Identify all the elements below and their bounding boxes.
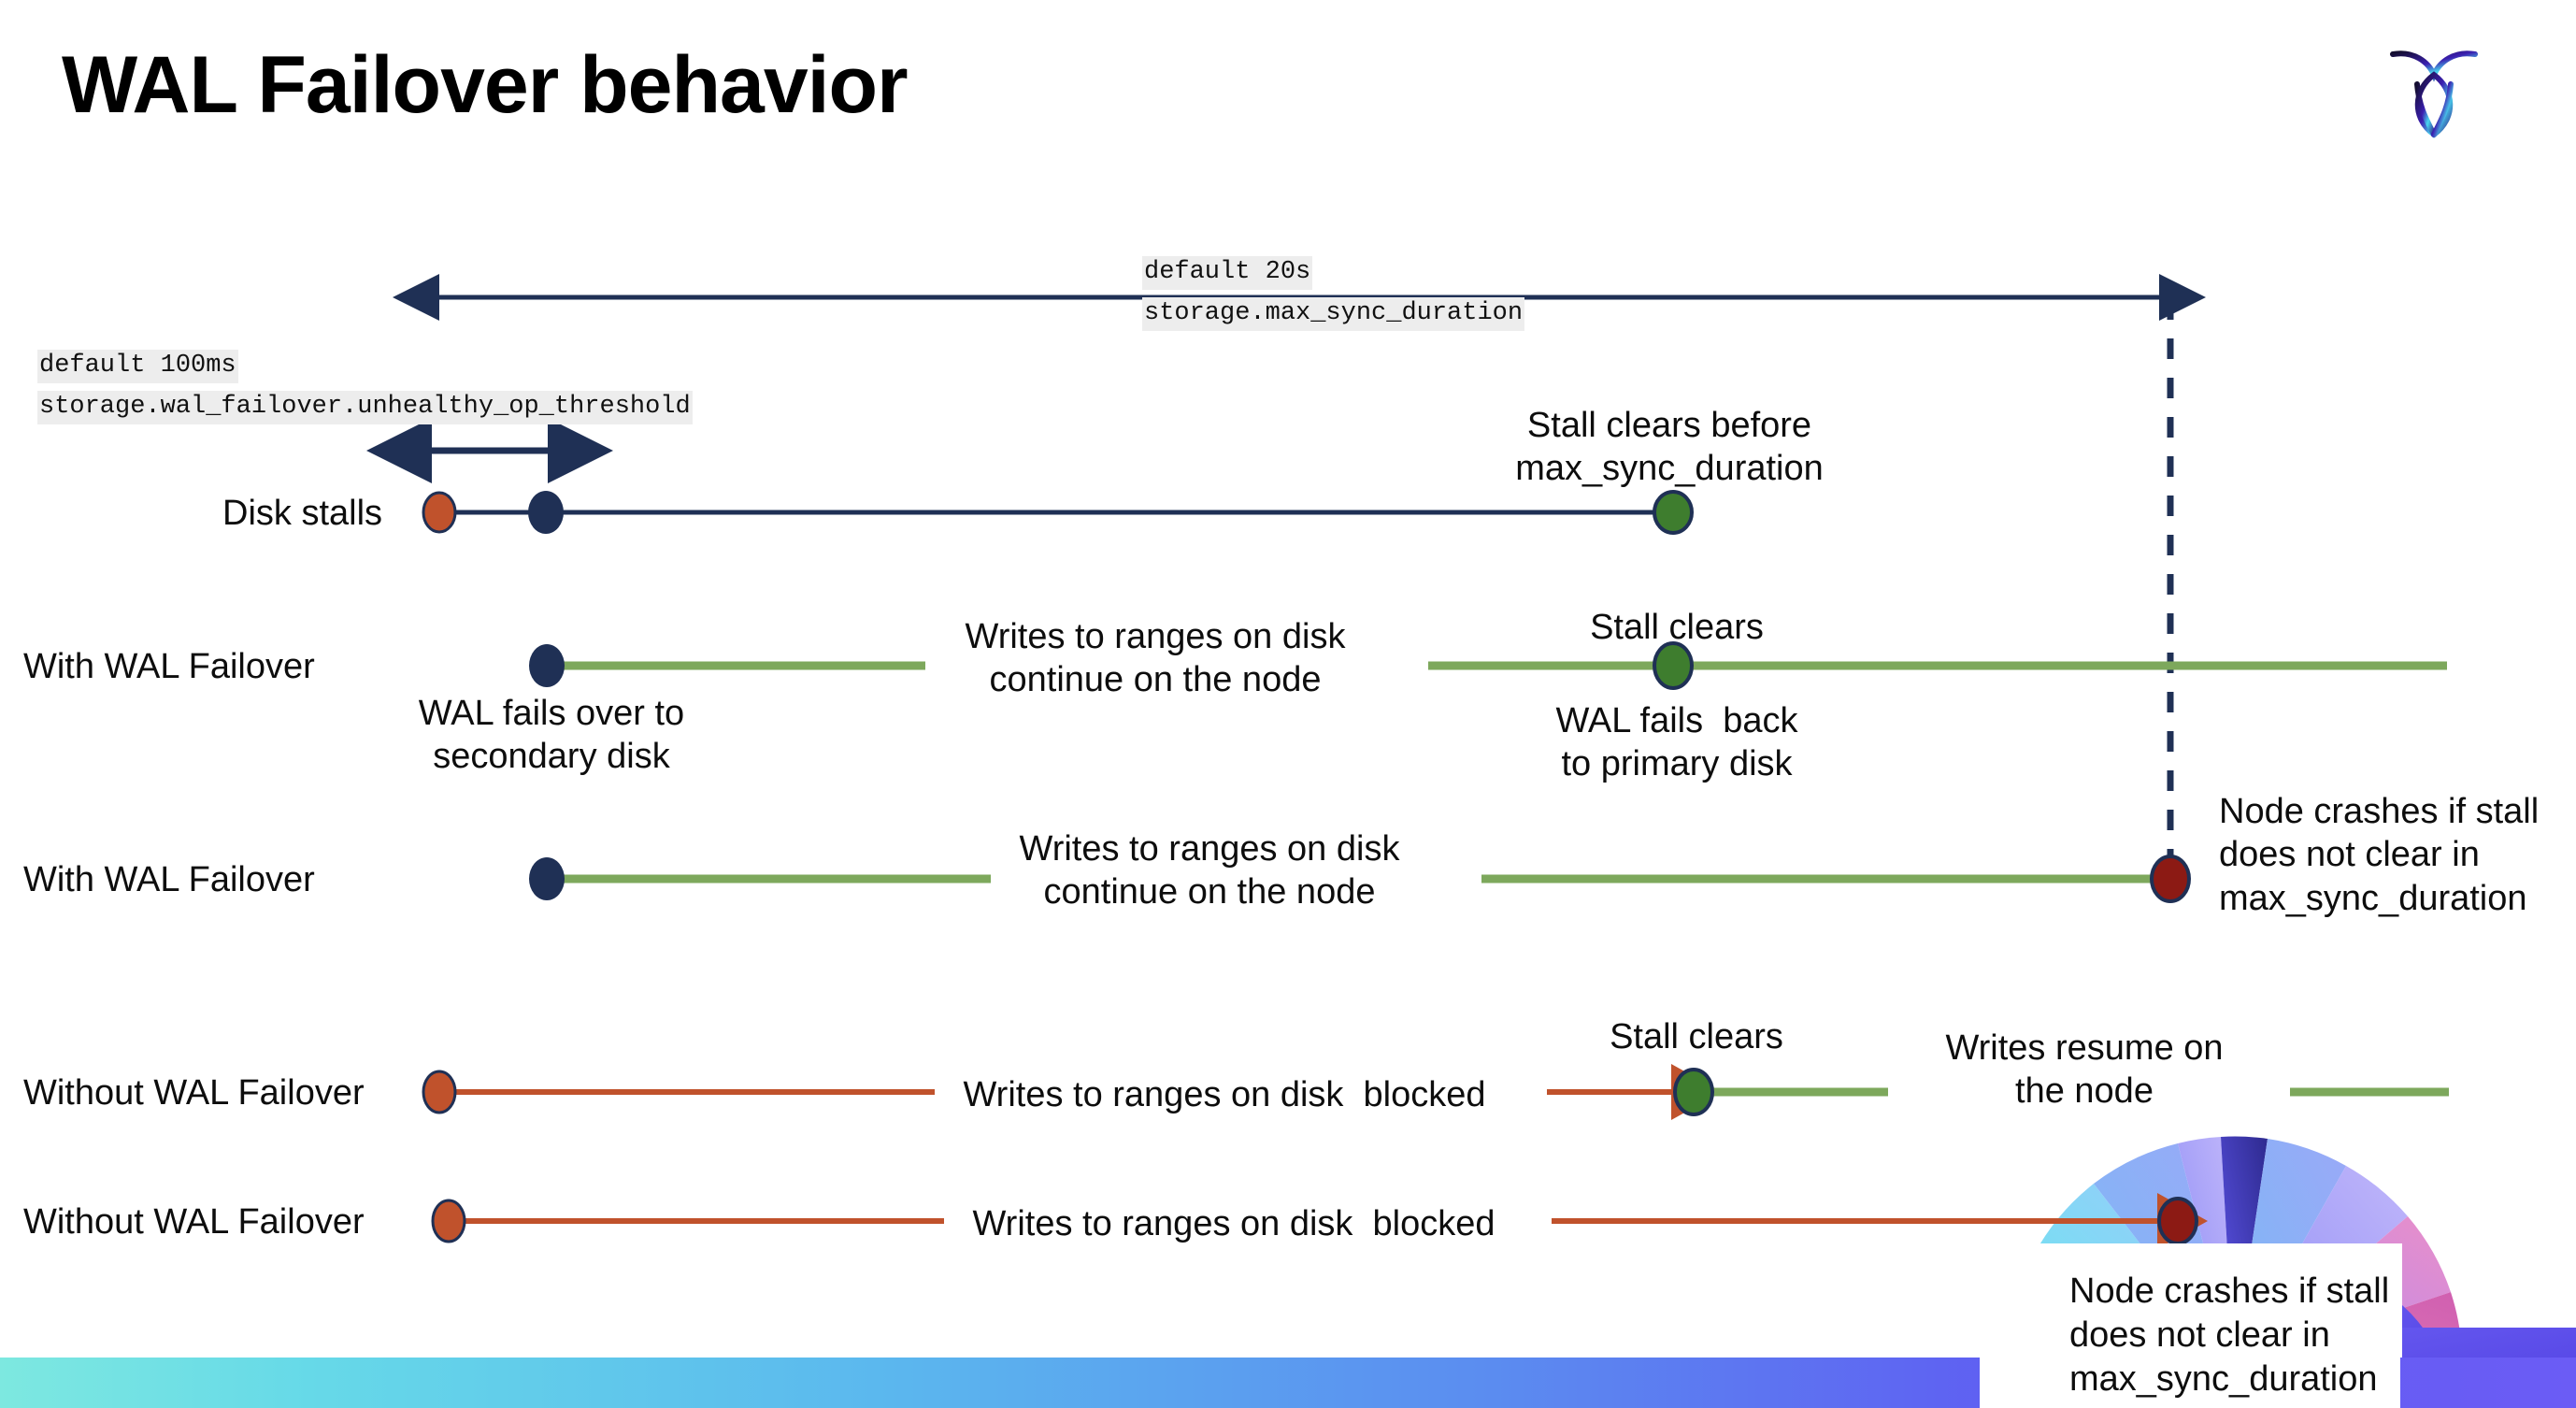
node-crash-marker-red [2150, 855, 2191, 903]
cockroachdb-logo-icon [2385, 32, 2483, 140]
stall-clears-marker-green-2 [1653, 641, 1694, 690]
annotation-writes-continue-1: Writes to ranges on disk continue on the… [965, 617, 1346, 700]
stall-clears-marker-green-3 [1673, 1068, 1714, 1116]
max-sync-name-chip: storage.max_sync_duration [1142, 297, 1525, 331]
stall-start-marker-orange-2 [422, 1070, 457, 1114]
stall-clears-marker-green [1653, 490, 1694, 535]
unhealthy-threshold-name-chip: storage.wal_failover.unhealthy_op_thresh… [37, 391, 693, 424]
annotation-writes-continue-2: Writes to ranges on disk continue on the… [1019, 829, 1400, 912]
row-label-disk-stalls: Disk stalls [222, 494, 383, 533]
unhealthy-threshold-default-chip: default 100ms [37, 350, 238, 383]
max-sync-default-chip: default 20s [1142, 256, 1313, 290]
row-label-without-wal-failover-2: Without WAL Failover [23, 1202, 365, 1242]
stall-start-marker-orange-3 [431, 1199, 466, 1243]
row-label-without-wal-failover-1: Without WAL Failover [23, 1073, 365, 1113]
stall-start-marker-orange [422, 491, 457, 534]
page-title: WAL Failover behavior [62, 40, 909, 130]
node-crash-marker-red-2 [2157, 1197, 2198, 1245]
annotation-stall-clears-before: Stall clears before max_sync_duration [1515, 406, 1824, 489]
annotation-stall-clears-1: Stall clears [1590, 608, 1764, 647]
annotation-node-crashes-2: Node crashes if stall does not clear in … [2069, 1272, 2390, 1400]
failover-trigger-marker-navy [528, 491, 564, 534]
annotation-node-crashes-1: Node crashes if stall does not clear in … [2219, 792, 2540, 918]
annotation-writes-resume: Writes resume on the node [1945, 1028, 2224, 1112]
annotation-writes-blocked-1: Writes to ranges on disk blocked [963, 1075, 1486, 1114]
annotation-wal-fails-back-to-primary: WAL fails back to primary disk [1555, 701, 1798, 784]
annotation-stall-clears-2: Stall clears [1610, 1017, 1783, 1056]
annotation-writes-blocked-2: Writes to ranges on disk blocked [972, 1204, 1496, 1243]
annotation-wal-fails-over-to-secondary: WAL fails over to secondary disk [418, 694, 685, 777]
node-crash-callout: Node crashes if stall does not clear in … [1980, 1249, 2400, 1408]
row-label-with-wal-failover-1: With WAL Failover [23, 647, 315, 686]
row-label-with-wal-failover-2: With WAL Failover [23, 860, 315, 899]
failover-start-marker-navy-2 [529, 857, 565, 900]
failover-start-marker-navy [529, 644, 565, 687]
